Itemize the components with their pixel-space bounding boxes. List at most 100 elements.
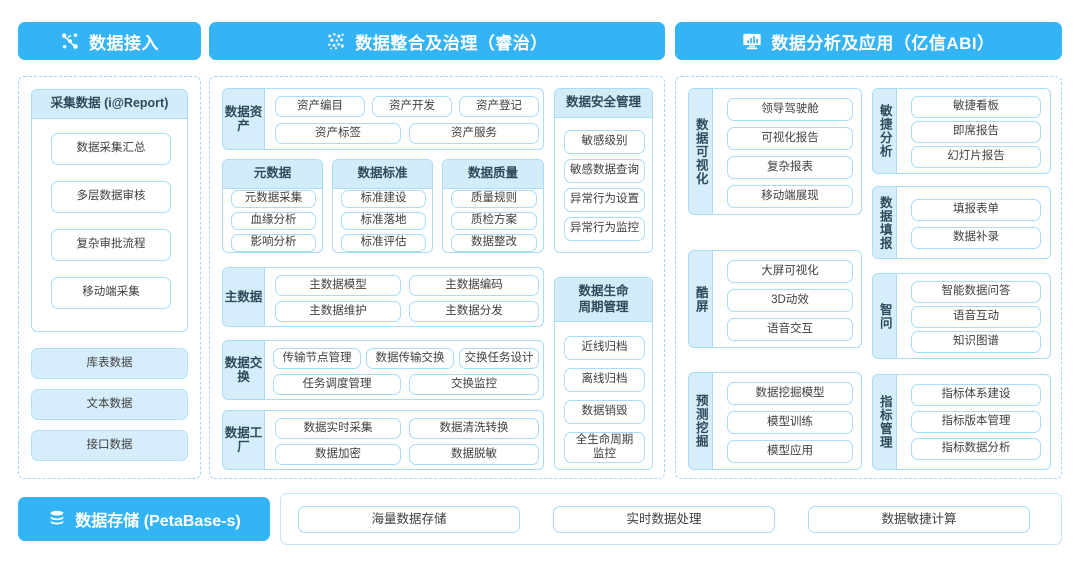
exchange-item-4[interactable]: 任务调度管理 <box>273 374 401 395</box>
asset-item-4[interactable]: 资产标签 <box>275 123 401 144</box>
mining-item-3[interactable]: 模型应用 <box>727 440 853 463</box>
master-item-2[interactable]: 主数据编码 <box>409 275 539 296</box>
coolscreen-item-2[interactable]: 3D动效 <box>727 289 853 312</box>
asset-item-5[interactable]: 资产服务 <box>409 123 539 144</box>
source-item-2[interactable]: 文本数据 <box>31 389 188 420</box>
smartqa-item-3[interactable]: 知识图谱 <box>911 331 1041 353</box>
exchange-item-2[interactable]: 数据传输交换 <box>366 348 454 369</box>
lifecycle-item-1[interactable]: 近线归档 <box>564 336 645 360</box>
group-label: 数据填报 <box>873 187 897 258</box>
asset-item-3[interactable]: 资产登记 <box>459 96 539 117</box>
group-predictive-mining: 预测挖掘 数据挖掘模型 模型训练 模型应用 <box>688 372 862 470</box>
lifecycle-item-2[interactable]: 离线归档 <box>564 368 645 392</box>
security-item-2[interactable]: 敏感数据查询 <box>564 159 645 183</box>
filling-item-1[interactable]: 填报表单 <box>911 199 1041 221</box>
card-title-line-2: 周期管理 <box>578 299 629 314</box>
exchange-item-1[interactable]: 传输节点管理 <box>273 348 361 369</box>
storage-item-3[interactable]: 数据敏捷计算 <box>808 506 1030 533</box>
lifecycle-item-4[interactable]: 全生命周期 监控 <box>564 432 645 463</box>
metric-item-3[interactable]: 指标数据分析 <box>911 438 1041 460</box>
group-data-asset: 数据资产 资产编目 资产开发 资产登记 资产标签 资产服务 <box>222 88 544 150</box>
group-data-visualization: 数据可视化 领导驾驶舱 可视化报告 复杂报表 移动端展现 <box>688 88 862 215</box>
asset-item-1[interactable]: 资产编目 <box>275 96 365 117</box>
storage-bar[interactable]: 数据存储 (PetaBase-s) <box>18 497 270 541</box>
master-item-3[interactable]: 主数据维护 <box>275 301 401 322</box>
smartqa-item-1[interactable]: 智能数据问答 <box>911 281 1041 303</box>
metadata-item-1[interactable]: 元数据采集 <box>231 190 316 208</box>
exchange-item-5[interactable]: 交换监控 <box>409 374 539 395</box>
visualization-item-4[interactable]: 移动端展现 <box>727 185 853 208</box>
quality-item-1[interactable]: 质量规则 <box>451 190 537 208</box>
smartqa-item-2[interactable]: 语音互动 <box>911 306 1041 328</box>
standard-item-3[interactable]: 标准评估 <box>341 234 426 252</box>
factory-item-1[interactable]: 数据实时采集 <box>275 418 401 439</box>
security-item-3[interactable]: 异常行为设置 <box>564 188 645 212</box>
storage-item-2[interactable]: 实时数据处理 <box>553 506 775 533</box>
standard-item-2[interactable]: 标准落地 <box>341 212 426 230</box>
mining-item-2[interactable]: 模型训练 <box>727 411 853 434</box>
group-label: 指标管理 <box>873 375 897 469</box>
group-master-data: 主数据 主数据模型 主数据编码 主数据维护 主数据分发 <box>222 267 544 327</box>
agile-item-1[interactable]: 敏捷看板 <box>911 96 1041 118</box>
source-item-3[interactable]: 接口数据 <box>31 430 188 461</box>
card-title: 数据标准 <box>333 160 432 189</box>
card-data-standard: 数据标准 标准建设 标准落地 标准评估 <box>332 159 433 253</box>
header-bar-data-analytics[interactable]: 数据分析及应用（亿信ABI） <box>675 22 1062 60</box>
factory-item-2[interactable]: 数据清洗转换 <box>409 418 539 439</box>
mining-item-1[interactable]: 数据挖掘模型 <box>727 382 853 405</box>
filling-item-2[interactable]: 数据补录 <box>911 227 1041 249</box>
metadata-item-2[interactable]: 血缘分析 <box>231 212 316 230</box>
header-title: 数据分析及应用（亿信ABI） <box>771 33 995 53</box>
collect-item-4[interactable]: 移动端采集 <box>51 277 171 309</box>
metric-item-2[interactable]: 指标版本管理 <box>911 411 1041 433</box>
header-title: 数据整合及治理（睿治） <box>355 33 548 53</box>
card-collect-data: 采集数据 (i@Report) 数据采集汇总 多层数据审核 复杂审批流程 移动端… <box>31 89 188 332</box>
standard-item-1[interactable]: 标准建设 <box>341 190 426 208</box>
lifecycle-item-4-line-1: 全生命周期 <box>575 433 634 446</box>
agile-item-3[interactable]: 幻灯片报告 <box>911 146 1041 168</box>
card-title: 数据生命 周期管理 <box>555 278 652 323</box>
lifecycle-item-3[interactable]: 数据销毁 <box>564 400 645 424</box>
group-label: 数据交换 <box>223 341 265 399</box>
master-item-4[interactable]: 主数据分发 <box>409 301 539 322</box>
metric-item-1[interactable]: 指标体系建设 <box>911 384 1041 406</box>
header-bar-data-governance[interactable]: 数据整合及治理（睿治） <box>209 22 665 60</box>
security-item-1[interactable]: 敏感级别 <box>564 130 645 154</box>
master-item-1[interactable]: 主数据模型 <box>275 275 401 296</box>
asset-item-2[interactable]: 资产开发 <box>372 96 452 117</box>
group-agile-analysis: 敏捷分析 敏捷看板 即席报告 幻灯片报告 <box>872 88 1051 174</box>
quality-item-3[interactable]: 数据整改 <box>451 234 537 252</box>
group-label: 智问 <box>873 274 897 358</box>
agile-item-2[interactable]: 即席报告 <box>911 121 1041 143</box>
panel-data-analytics: 数据可视化 领导驾驶舱 可视化报告 复杂报表 移动端展现 酷屏 大屏可视化 3D… <box>675 76 1062 479</box>
collect-item-2[interactable]: 多层数据审核 <box>51 181 171 213</box>
card-metadata: 元数据 元数据采集 血缘分析 影响分析 <box>222 159 323 253</box>
coolscreen-item-3[interactable]: 语音交互 <box>727 318 853 341</box>
coolscreen-item-1[interactable]: 大屏可视化 <box>727 260 853 283</box>
group-label: 预测挖掘 <box>689 373 713 469</box>
group-label: 主数据 <box>223 268 265 326</box>
storage-items-panel: 海量数据存储 实时数据处理 数据敏捷计算 <box>280 493 1062 545</box>
factory-item-4[interactable]: 数据脱敏 <box>409 444 539 465</box>
collect-item-1[interactable]: 数据采集汇总 <box>51 133 171 165</box>
security-item-4[interactable]: 异常行为监控 <box>564 217 645 241</box>
panel-data-ingest: 采集数据 (i@Report) 数据采集汇总 多层数据审核 复杂审批流程 移动端… <box>18 76 201 479</box>
visualization-item-3[interactable]: 复杂报表 <box>727 156 853 179</box>
header-title: 数据接入 <box>89 33 159 53</box>
collect-item-3[interactable]: 复杂审批流程 <box>51 229 171 261</box>
visualization-item-1[interactable]: 领导驾驶舱 <box>727 98 853 121</box>
card-data-lifecycle: 数据生命 周期管理 近线归档 离线归档 数据销毁 全生命周期 监控 <box>554 277 653 470</box>
quality-item-2[interactable]: 质检方案 <box>451 212 537 230</box>
visualization-item-2[interactable]: 可视化报告 <box>727 127 853 150</box>
group-smart-qa: 智问 智能数据问答 语音互动 知识图谱 <box>872 273 1051 359</box>
factory-item-3[interactable]: 数据加密 <box>275 444 401 465</box>
header-bar-data-ingest[interactable]: 数据接入 <box>18 22 201 60</box>
storage-item-1[interactable]: 海量数据存储 <box>298 506 520 533</box>
exchange-item-3[interactable]: 交换任务设计 <box>459 348 539 369</box>
group-data-factory: 数据工厂 数据实时采集 数据清洗转换 数据加密 数据脱敏 <box>222 410 544 470</box>
metadata-item-3[interactable]: 影响分析 <box>231 234 316 252</box>
lifecycle-item-4-line-2: 监控 <box>593 447 616 460</box>
data-particles-icon <box>328 33 345 50</box>
card-title: 采集数据 (i@Report) <box>32 90 187 119</box>
source-item-1[interactable]: 库表数据 <box>31 348 188 379</box>
